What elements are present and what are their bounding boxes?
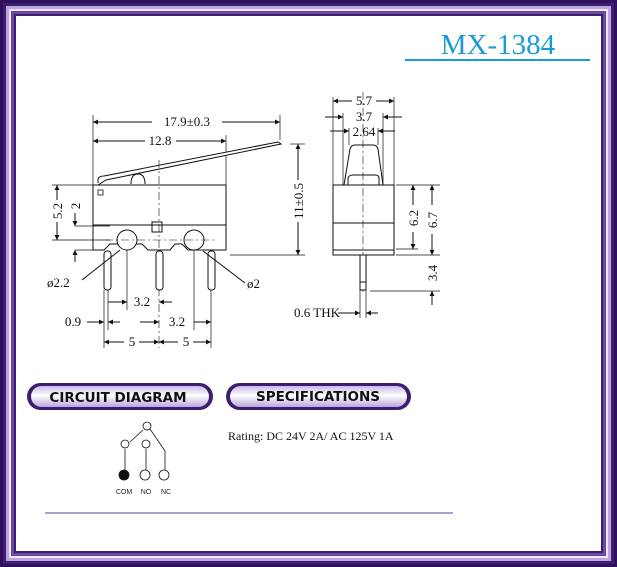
specifications-header: SPECIFICATIONS — [226, 383, 411, 410]
terminal-com-label: COM — [116, 489, 133, 496]
circuit-diagram-label: CIRCUIT DIAGRAM — [49, 390, 186, 406]
com-terminal — [118, 469, 130, 481]
dim-hole-diameter-right: ø2 — [247, 276, 260, 291]
specifications-label: SPECIFICATIONS — [256, 389, 380, 405]
dim-pin-spacing-right: 5 — [183, 334, 190, 349]
dim-body-length: 12.8 — [149, 133, 172, 148]
dim-pin-spacing-left: 5 — [129, 334, 136, 349]
dim-pin-edge: 0.9 — [65, 314, 81, 329]
circuit-diagram-header: CIRCUIT DIAGRAM — [27, 383, 213, 410]
dim-hole-offset: 5.2 — [50, 203, 65, 219]
side-view — [52, 115, 305, 348]
dim-pin-pitch-a: 3.2 — [134, 294, 150, 309]
circuit-diagram — [118, 421, 170, 481]
no-terminal — [139, 469, 151, 481]
dim-pin-thickness: 0.6 THK — [294, 305, 341, 320]
dim-body-height: 6.7 — [425, 211, 440, 228]
end-view — [325, 92, 440, 318]
dim-end-width: 5.7 — [356, 93, 373, 108]
terminal-nc-label: NC — [161, 489, 171, 496]
dim-body-height-inner: 6.2 — [406, 210, 421, 226]
dim-hole-diameter-left: ø2.2 — [47, 275, 70, 290]
dim-pin-length: 3.4 — [425, 264, 440, 281]
terminal-no-label: NO — [141, 489, 152, 496]
model-title: MX-1384 — [441, 29, 556, 61]
dim-pin-pitch-b: 3.2 — [169, 314, 185, 329]
dim-hole-offset-small: 2 — [68, 203, 83, 210]
nc-terminal — [158, 469, 170, 481]
dim-overall-length: 17.9±0.3 — [164, 114, 210, 129]
dim-actuator-top: 2.64 — [353, 124, 376, 139]
datasheet-paper — [16, 16, 601, 551]
dim-actuator-width: 3.7 — [356, 109, 373, 124]
rating-text: Rating: DC 24V 2A/ AC 125V 1A — [228, 429, 394, 443]
dim-height: 11±0.5 — [291, 183, 306, 219]
